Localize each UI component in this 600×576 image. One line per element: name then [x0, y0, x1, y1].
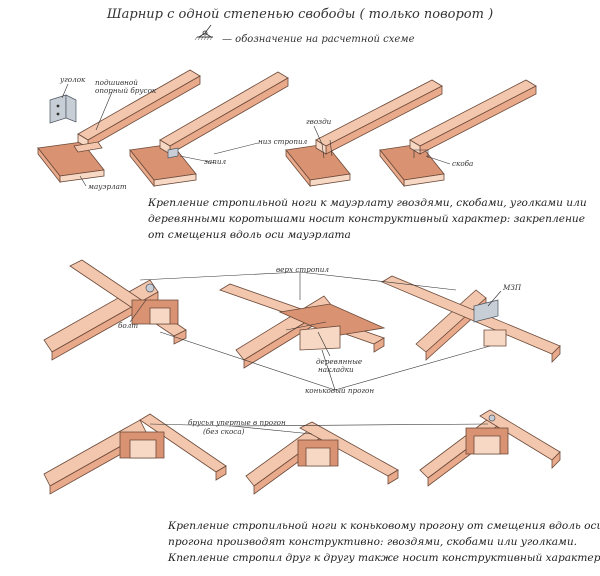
ridge-detail-plates	[219, 283, 386, 369]
caption-bottom-line-2: прогона производят конструктивно: гвоздя…	[168, 536, 578, 548]
top-detail-corner-bracket	[37, 69, 201, 184]
caption-bottom-line-1: Крепление стропильной ноги к коньковому …	[168, 520, 600, 532]
bottom-detail-2	[245, 421, 399, 495]
legend-text: — обозначение на расчетной схеме	[222, 34, 415, 45]
caption-top-line-2: деревянными коротышами носит конструктив…	[148, 213, 586, 225]
label-rafter-top: верх стропил	[276, 265, 329, 274]
top-leader-lines	[61, 83, 451, 187]
label-butted-beams-2: (без скоса)	[203, 427, 245, 436]
label-mzp: МЗП	[503, 283, 522, 292]
label-support-bar-1: подшивной	[95, 78, 138, 87]
label-notch: запил	[204, 157, 227, 166]
top-detail-notch	[129, 71, 289, 188]
bottom-detail-1	[43, 413, 227, 495]
label-mauerlat: мауэрлат	[88, 182, 127, 191]
label-butted-beams-1: брусья упертые в прогон	[188, 418, 286, 427]
label-angle-bracket: уголок	[60, 75, 86, 84]
hinge-symbol-icon	[194, 24, 213, 41]
label-bolt: болт	[118, 321, 139, 330]
label-wood-plates-2: накладки	[318, 365, 354, 374]
caption-top-line-1: Крепление стропильной ноги к мауэрлату г…	[148, 197, 587, 209]
label-nails: гвозди	[306, 117, 332, 126]
label-support-bar-2: опорный брусок	[95, 86, 157, 95]
caption-top-line-3: от смещения вдоль оси мауэрлата	[148, 229, 351, 241]
label-wood-plates-1: деревянные	[316, 357, 363, 366]
top-detail-staple	[379, 79, 537, 188]
bottom-leader-lines	[149, 423, 489, 435]
diagram-title: Шарнир с одной степенью свободы ( только…	[106, 7, 494, 22]
top-detail-nails	[285, 79, 443, 188]
ridge-detail-mzp	[381, 275, 561, 363]
label-rafter-bottom: низ стропил	[258, 137, 308, 146]
ridge-detail-bolt	[43, 259, 187, 361]
middle-leader-lines	[129, 271, 502, 391]
label-ridge-beam: коньковый прогон	[305, 386, 375, 395]
bottom-detail-3	[419, 409, 561, 487]
caption-bottom-line-3: Кпепление стропил друг к другу также нос…	[168, 552, 600, 564]
label-staple: скоба	[452, 159, 474, 168]
